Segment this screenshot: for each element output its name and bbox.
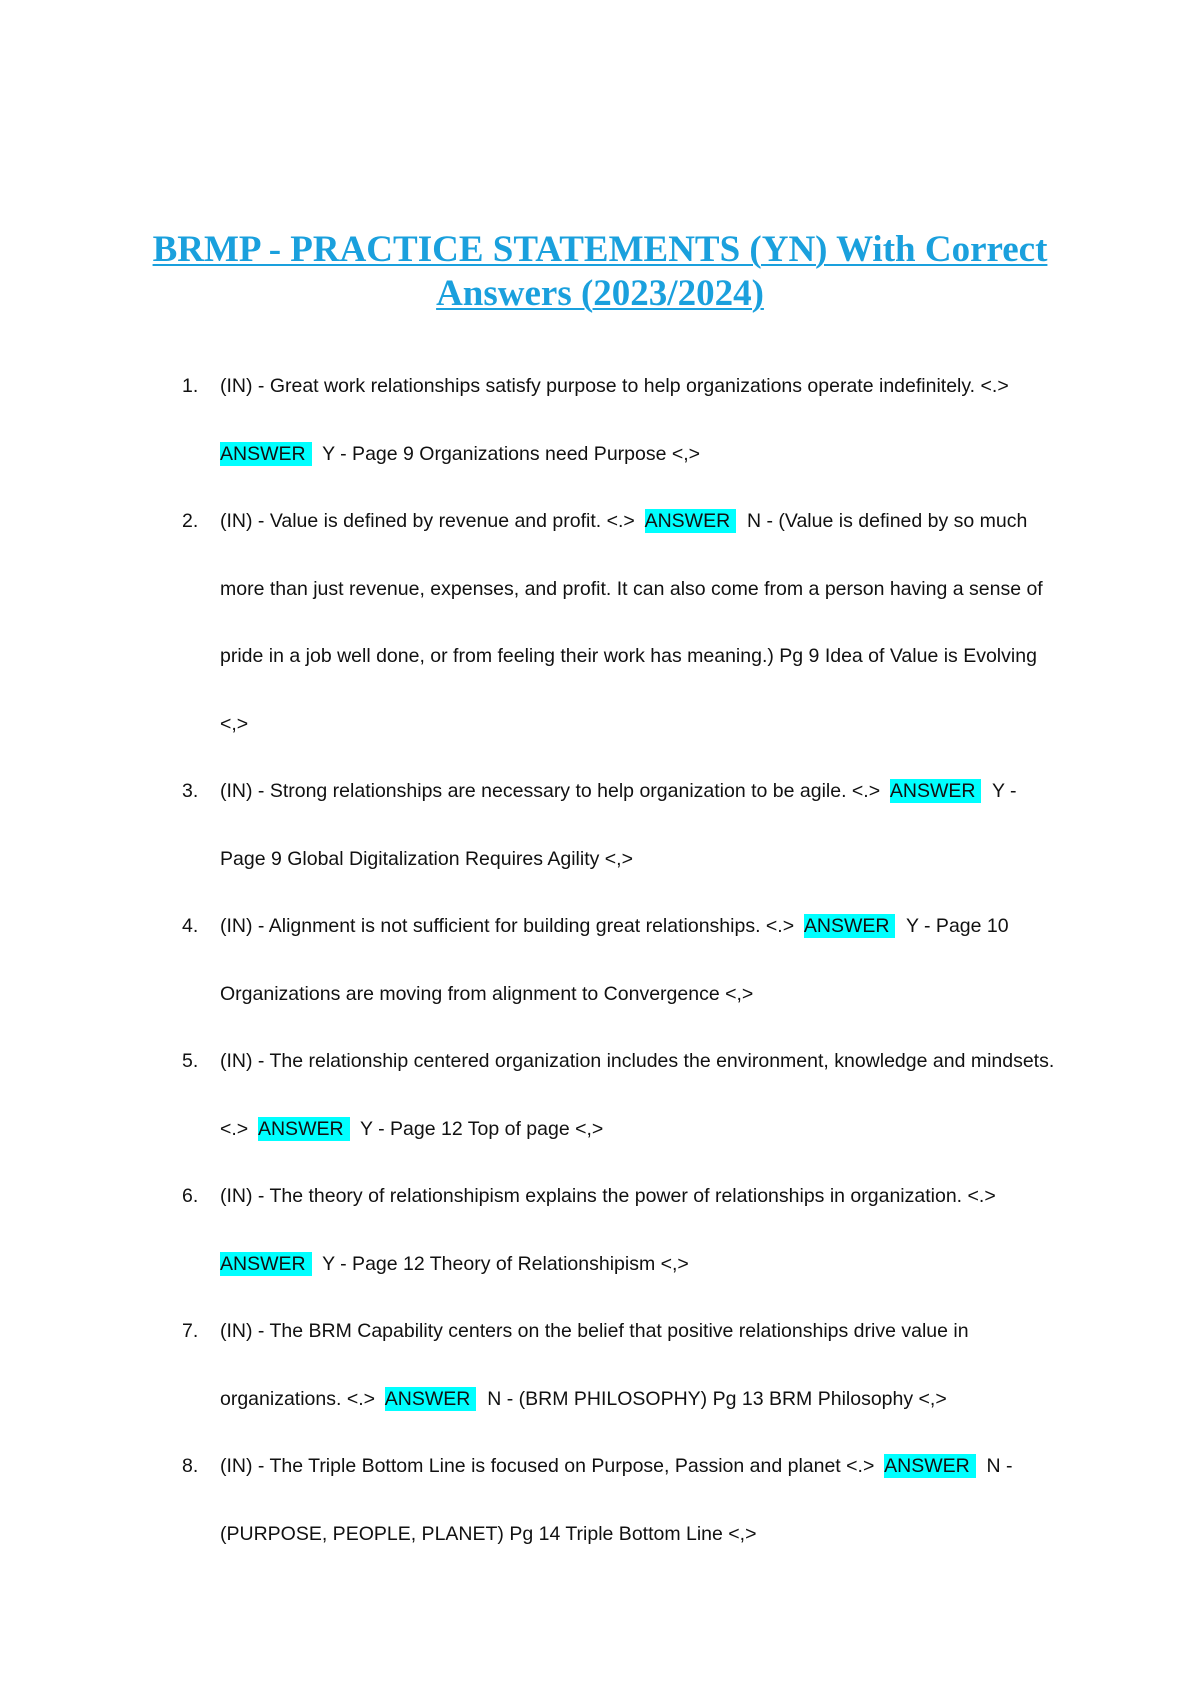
- question-item: 2. (IN) - Value is defined by revenue an…: [182, 488, 1062, 758]
- question-statement: (IN) - Value is defined by revenue and p…: [220, 510, 635, 532]
- question-statement: (IN) - Alignment is not sufficient for b…: [220, 915, 795, 937]
- question-statement: (IN) - Great work relationships satisfy …: [220, 375, 1009, 397]
- answer-highlight-label: ANSWER: [644, 509, 737, 533]
- question-statement: (IN) - The BRM Capability centers on the…: [220, 1320, 969, 1410]
- question-number: 2.: [182, 510, 199, 532]
- question-item: 3. (IN) - Strong relationships are neces…: [182, 758, 1062, 893]
- answer-highlight-label: ANSWER: [384, 1386, 477, 1411]
- question-list: 1. (IN) - Great work relationships satis…: [182, 353, 1062, 1568]
- question-number: 8.: [182, 1455, 199, 1477]
- question-answer: Y - Page 9 Organizations need Purpose <,…: [322, 442, 701, 465]
- answer-highlight-label: ANSWER: [220, 441, 312, 466]
- question-item: 4. (IN) - Alignment is not sufficient fo…: [182, 893, 1062, 1028]
- question-number: 7.: [182, 1320, 199, 1342]
- question-answer: Y - Page 12 Top of page <,>: [360, 1117, 604, 1140]
- question-statement: (IN) - The relationship centered organiz…: [220, 1050, 1055, 1140]
- question-item: 5. (IN) - The relationship centered orga…: [182, 1028, 1062, 1163]
- question-item: 7. (IN) - The BRM Capability centers on …: [182, 1298, 1062, 1433]
- document-title: BRMP - PRACTICE STATEMENTS (YN) With Cor…: [152, 229, 1048, 314]
- question-answer: N - (BRM PHILOSOPHY) Pg 13 BRM Philosoph…: [487, 1387, 947, 1410]
- question-item: 1. (IN) - Great work relationships satis…: [182, 353, 1062, 488]
- question-answer: N - (PURPOSE, PEOPLE, PLANET) Pg 14 Trip…: [220, 1455, 1013, 1545]
- question-answer: Y - Page 9 Global Digitalization Require…: [220, 780, 1017, 870]
- question-number: 5.: [182, 1050, 199, 1072]
- answer-highlight-label: ANSWER: [884, 1454, 976, 1478]
- question-answer: Y - Page 10 Organizations are moving fro…: [220, 915, 1009, 1005]
- question-item: 8. (IN) - The Triple Bottom Line is focu…: [182, 1433, 1062, 1568]
- answer-highlight-label: ANSWER: [257, 1116, 350, 1141]
- question-statement: (IN) - Strong relationships are necessar…: [220, 780, 881, 802]
- question-statement: (IN) - The theory of relationshipism exp…: [220, 1185, 996, 1207]
- question-answer: Y - Page 12 Theory of Relationshipism <,…: [322, 1252, 689, 1275]
- question-number: 1.: [182, 375, 199, 397]
- question-item: 6. (IN) - The theory of relationshipism …: [182, 1163, 1062, 1298]
- answer-highlight-label: ANSWER: [220, 1251, 312, 1276]
- answer-highlight-label: ANSWER: [803, 914, 896, 938]
- question-answer: N - (Value is defined by so much more th…: [220, 510, 1043, 735]
- answer-highlight-label: ANSWER: [889, 779, 982, 803]
- question-number: 4.: [182, 915, 199, 937]
- question-number: 3.: [182, 780, 199, 802]
- question-statement: (IN) - The Triple Bottom Line is focused…: [220, 1455, 875, 1477]
- question-number: 6.: [182, 1185, 199, 1207]
